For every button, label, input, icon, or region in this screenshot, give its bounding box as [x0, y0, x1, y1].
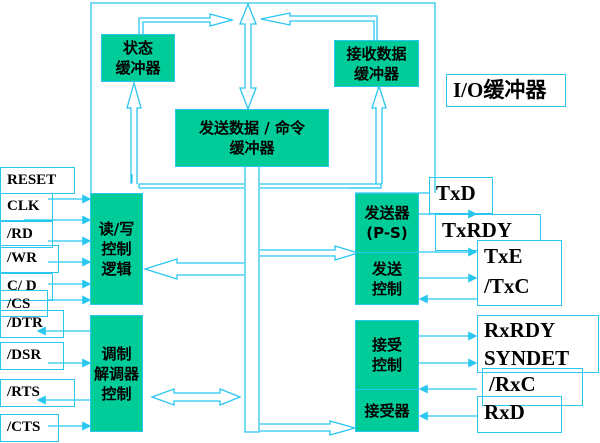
pin-rxrdy: RxRDY: [484, 318, 556, 342]
pin-dsr: /DSR: [0, 342, 64, 370]
pin-txc: /TxC: [484, 274, 530, 298]
rw-control-logic-block: 读/写 控制 逻辑: [90, 193, 143, 305]
main-double-arrow: [239, 2, 257, 111]
transmit-control-block: 发送 控制: [355, 252, 419, 305]
pin-rxrdy-syndet-box: RxRDY SYNDET: [477, 315, 599, 373]
receive-control-block: 接受 控制: [355, 320, 419, 390]
pin-reset: RESET: [0, 167, 75, 194]
bus-to-rw-arrow: [142, 258, 244, 280]
receive-up-arrow: [371, 83, 387, 184]
status-top-arrow: [138, 13, 235, 34]
bus-to-tx-arrow: [260, 245, 361, 261]
modem-control-block: 调制 解调器 控制: [90, 315, 143, 432]
status-arrow: [126, 80, 142, 184]
pin-clk: CLK: [0, 193, 53, 221]
pin-cs: /CS: [0, 290, 48, 317]
bus-modem-arrow: [150, 388, 242, 406]
send-data-command-buffer-block: 发送数据 / 命令 缓冲器: [175, 109, 329, 167]
pin-txe-txc-box: TxE /TxC: [477, 240, 562, 306]
bus-to-rx-arrow: [260, 420, 358, 436]
pin-cts: /CTS: [0, 414, 59, 442]
status-buffer-block: 状态 缓冲器: [101, 34, 175, 82]
pin-txd: TxD: [429, 177, 493, 214]
receive-data-buffer-block: 接收数据 缓冲器: [334, 40, 419, 87]
pin-rts: /RTS: [0, 379, 75, 407]
io-buffer-title: I/O缓冲器: [446, 74, 566, 107]
receiver-block: 接受器: [355, 389, 419, 432]
pin-rd: /RD: [0, 221, 53, 248]
internal-bus: [244, 165, 260, 433]
receive-top-arrow: [260, 12, 378, 40]
pin-dtr: /DTR: [0, 310, 64, 338]
pin-rxc: /RxC: [482, 368, 583, 406]
pin-wr: /WR: [0, 245, 59, 273]
outer-frame: [90, 2, 436, 193]
transmitter-block: 发送器 (P-S): [355, 193, 419, 253]
pin-rxd: RxD: [477, 396, 562, 433]
pin-syndet: SYNDET: [484, 346, 570, 370]
pin-txe: TxE: [484, 244, 523, 268]
